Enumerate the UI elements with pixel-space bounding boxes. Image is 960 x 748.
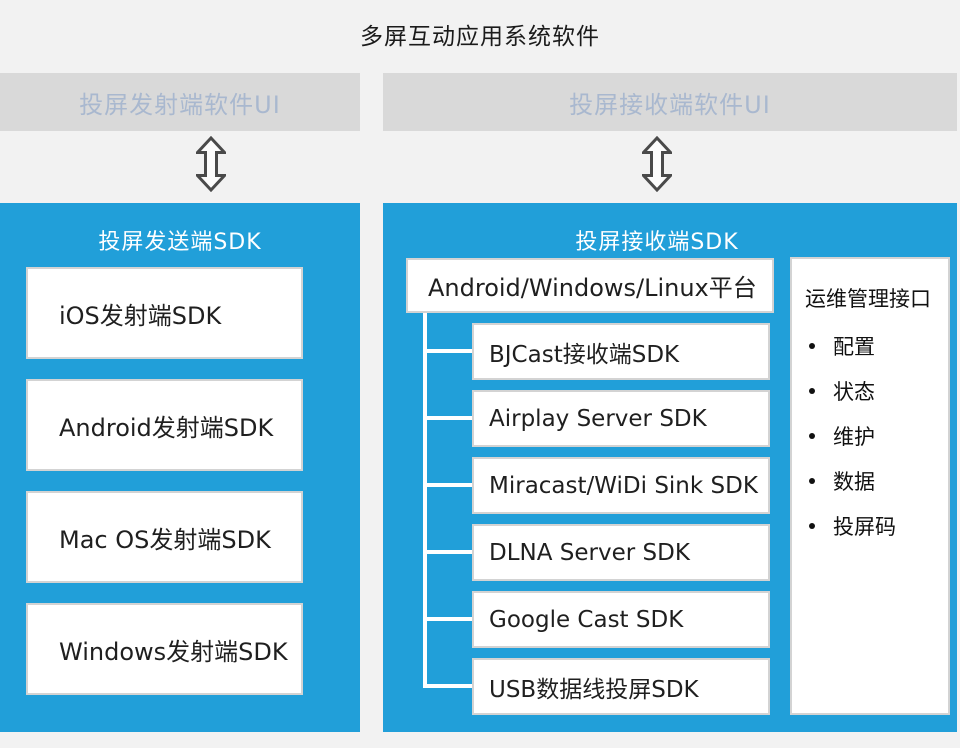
sender-sdk-panel: 投屏发送端SDK iOS发射端SDK Android发射端SDK Mac OS发… [0, 203, 360, 732]
receiver-sdk-box-label: Google Cast SDK [489, 606, 684, 633]
receiver-sdk-box: DLNA Server SDK [472, 524, 770, 581]
sender-sdk-box-label: Mac OS发射端SDK [59, 525, 271, 554]
receiver-sdk-panel-title: 投屏接收端SDK [575, 230, 739, 255]
sender-sdk-box-label: Android发射端SDK [59, 413, 274, 442]
bullet-dot-icon [809, 432, 815, 439]
tree-branch-line [427, 550, 472, 554]
receiver-sdk-box: USB数据线投屏SDK [472, 658, 770, 715]
receiver-sdk-panel: 投屏接收端SDK Android/Windows/Linux平台 BJCast接… [383, 203, 957, 732]
receiver-ui-bar-label: 投屏接收端软件UI [569, 90, 771, 119]
ops-interface-item: 配置 [809, 323, 948, 368]
sender-sdk-panel-title: 投屏发送端SDK [98, 230, 262, 255]
ops-interface-item: 投屏码 [809, 503, 948, 548]
tree-branch-line [427, 684, 472, 688]
tree-branch-line [427, 483, 472, 487]
receiver-ui-bar: 投屏接收端软件UI [383, 73, 957, 131]
ops-interface-item: 维护 [809, 413, 948, 458]
ops-interface-item-label: 投屏码 [833, 514, 896, 539]
receiver-sdk-box: Miracast/WiDi Sink SDK [472, 457, 770, 514]
ops-interface-item-label: 配置 [833, 334, 875, 359]
sender-updown-arrow-icon [194, 135, 228, 193]
sender-sdk-box: Mac OS发射端SDK [26, 491, 303, 583]
platform-box-label: Android/Windows/Linux平台 [428, 274, 757, 302]
receiver-sdk-box: Google Cast SDK [472, 591, 770, 648]
bullet-dot-icon [809, 387, 815, 394]
ops-interface-item: 状态 [809, 368, 948, 413]
bullet-dot-icon [809, 477, 815, 484]
tree-branch-line [427, 349, 472, 353]
platform-box: Android/Windows/Linux平台 [406, 258, 774, 313]
ops-interface-item-label: 数据 [833, 469, 875, 494]
receiver-sdk-box-label: DLNA Server SDK [489, 539, 690, 566]
receiver-sdk-box-label: BJCast接收端SDK [489, 341, 680, 368]
ops-interface-item-label: 维护 [833, 424, 875, 449]
receiver-sdk-box: Airplay Server SDK [472, 390, 770, 447]
bullet-dot-icon [809, 342, 815, 349]
sender-sdk-box-label: Windows发射端SDK [59, 637, 288, 666]
sender-ui-bar-label: 投屏发射端软件UI [79, 90, 281, 119]
sender-sdk-box-label: iOS发射端SDK [59, 301, 222, 330]
bullet-dot-icon [809, 522, 815, 529]
ops-interface-item-label: 状态 [833, 379, 875, 404]
ops-interface-box: 运维管理接口 配置 状态 维护 数据 投屏码 [790, 257, 950, 715]
receiver-sdk-box: BJCast接收端SDK [472, 323, 770, 380]
ops-interface-item: 数据 [809, 458, 948, 503]
receiver-sdk-box-label: Miracast/WiDi Sink SDK [489, 472, 758, 499]
receiver-sdk-box-label: Airplay Server SDK [489, 405, 707, 432]
sender-ui-bar: 投屏发射端软件UI [0, 73, 360, 131]
tree-branch-line [427, 617, 472, 621]
sender-sdk-box: Android发射端SDK [26, 379, 303, 471]
sender-sdk-box: iOS发射端SDK [26, 267, 303, 359]
tree-vertical-line [423, 313, 427, 688]
sender-sdk-box: Windows发射端SDK [26, 603, 303, 695]
page-title: 多屏互动应用系统软件 [360, 24, 600, 50]
tree-branch-line [427, 416, 472, 420]
receiver-updown-arrow-icon [640, 135, 674, 193]
receiver-sdk-box-label: USB数据线投屏SDK [489, 676, 699, 703]
ops-interface-title: 运维管理接口 [805, 287, 931, 311]
